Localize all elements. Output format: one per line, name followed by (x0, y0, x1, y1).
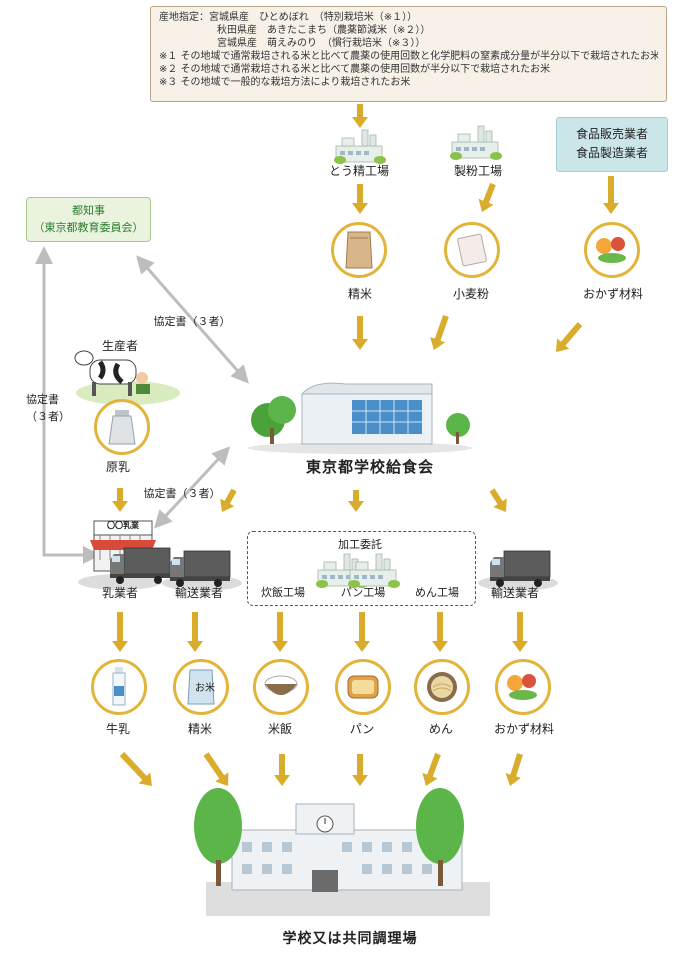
milk-product-label: 牛乳 (105, 722, 130, 736)
origin-label: 産地指定： (159, 12, 209, 23)
milk-circle (91, 659, 147, 715)
rice-bowl-icon (264, 675, 298, 695)
governor-subtitle: （東京都教育委員会） (33, 221, 144, 234)
flow-arrow-7 (556, 322, 583, 352)
ingredients-icon (596, 237, 626, 263)
rice-sack-icon (345, 231, 373, 269)
cooked-rice-label: 米飯 (267, 722, 292, 736)
transport-left-label: 輸送業者 (174, 586, 223, 600)
rice-bag-text: お米 (195, 683, 215, 694)
flour-circle (444, 222, 500, 278)
bread-icon (347, 675, 379, 699)
flow-arrow-17 (512, 612, 528, 652)
food-supplier-box: 食品販売業者 食品製造業者 (556, 117, 668, 172)
dairy-label: 乳業者 (101, 586, 138, 600)
flow-arrow-13 (187, 612, 203, 652)
noodle-factory-label: めん工場 (415, 586, 459, 599)
flow-arrow-21 (352, 754, 368, 786)
flour-label: 小麦粉 (452, 287, 489, 301)
flow-arrow-12 (112, 612, 128, 652)
origin-note-1: ※１ その地域で通常栽培される米と比べて農薬の使用回数と化学肥料の窒素成分量が半… (159, 51, 658, 62)
milk-bottle-icon (112, 667, 126, 706)
raw-milk-circle (94, 399, 150, 455)
flow-arrow-11 (489, 488, 507, 512)
agreement-left-sublabel: （３者） (26, 410, 70, 423)
origin-note-2: ※２ その地域で通常栽培される米と比べて農薬の使用回数が半分以下で栽培されたお米 (159, 64, 551, 75)
flow-arrow-20 (274, 754, 290, 786)
transport-right-label: 輸送業者 (490, 586, 539, 600)
flow-arrow-18 (119, 751, 152, 786)
flow-arrow-8 (112, 488, 128, 512)
rice-mill-label: とう精工場 (328, 164, 389, 178)
flow-arrow-2 (352, 184, 368, 214)
polished-rice-circle (331, 222, 387, 278)
bread-circle (335, 659, 391, 715)
dairy-sign: 〇〇乳業 (107, 521, 139, 530)
bakery-factory-label: パン工場 (340, 586, 386, 599)
governor-title: 都知事 (72, 204, 105, 217)
side-dish-material-label: おかず材料 (582, 287, 643, 301)
bread-label: パン (349, 722, 375, 736)
noodles-circle (414, 659, 470, 715)
food-supplier-line2: 食品製造業者 (575, 146, 648, 160)
flow-arrow-9 (220, 488, 237, 512)
side-dish-circle (495, 659, 551, 715)
flow-arrow-15 (354, 612, 370, 652)
rice-product-label: 精米 (187, 722, 212, 736)
polished-rice-label: 精米 (347, 287, 372, 301)
origin-row-3: 宮城県産 萌えみのり （慣行栽培米（※３）） (217, 38, 426, 49)
agreement-mid-label: 協定書（３者） (143, 487, 221, 500)
flow-arrow-19 (203, 752, 229, 786)
flow-arrow-1 (352, 104, 368, 128)
origin-note-3: ※３ その地域で一般的な栽培方法により栽培されたお米 (159, 77, 411, 88)
processing-title: 加工委託 (338, 538, 382, 551)
ingredients-icon (507, 674, 537, 700)
side-dish-material-circle (584, 222, 640, 278)
flow-arrow-6 (430, 315, 449, 350)
raw-milk-label: 原乳 (105, 460, 130, 474)
flour-mill-label: 製粉工場 (453, 164, 502, 178)
flow-arrow-5 (352, 316, 368, 350)
cooked-rice-circle (253, 659, 309, 715)
rice-cooker-factory-label: 炊飯工場 (261, 586, 305, 599)
origin-note: 産地指定：宮城県産 ひとめぼれ （特別栽培米（※１）） 秋田県産 あきたこまち（… (150, 6, 667, 102)
destination-label: 学校又は共同調理場 (282, 931, 418, 947)
rice-bag-circle: お米 (173, 659, 229, 715)
milk-can-icon (108, 410, 136, 445)
governor-box: 都知事 （東京都教育委員会） (26, 197, 151, 242)
producer-label: 生産者 (101, 339, 138, 353)
origin-row-1: 宮城県産 ひとめぼれ （特別栽培米（※１）） (209, 12, 418, 23)
noodles-label: めん (428, 722, 453, 736)
origin-row-2: 秋田県産 あきたこまち（農薬節減米（※２）） (217, 25, 431, 36)
flow-arrow-10 (348, 490, 364, 512)
noodle-bowl-icon (427, 672, 457, 702)
side-dish-product-label: おかず材料 (493, 722, 554, 736)
flow-arrow-23 (505, 753, 523, 786)
agreement-top-label: 協定書（３者） (153, 315, 231, 328)
flour-bag-icon (457, 233, 487, 267)
agreement-left-label: 協定書 (26, 393, 59, 406)
flow-arrow-16 (432, 612, 448, 652)
flow-arrow-4 (603, 176, 619, 214)
flow-arrow-3 (478, 182, 496, 212)
food-supplier-line1: 食品販売業者 (575, 127, 648, 141)
rice-bag-icon (187, 669, 215, 705)
processing-contract-box (247, 531, 476, 606)
center-name: 東京都学校給食会 (305, 458, 434, 476)
flow-arrow-22 (422, 752, 441, 786)
flow-arrow-14 (272, 612, 288, 652)
